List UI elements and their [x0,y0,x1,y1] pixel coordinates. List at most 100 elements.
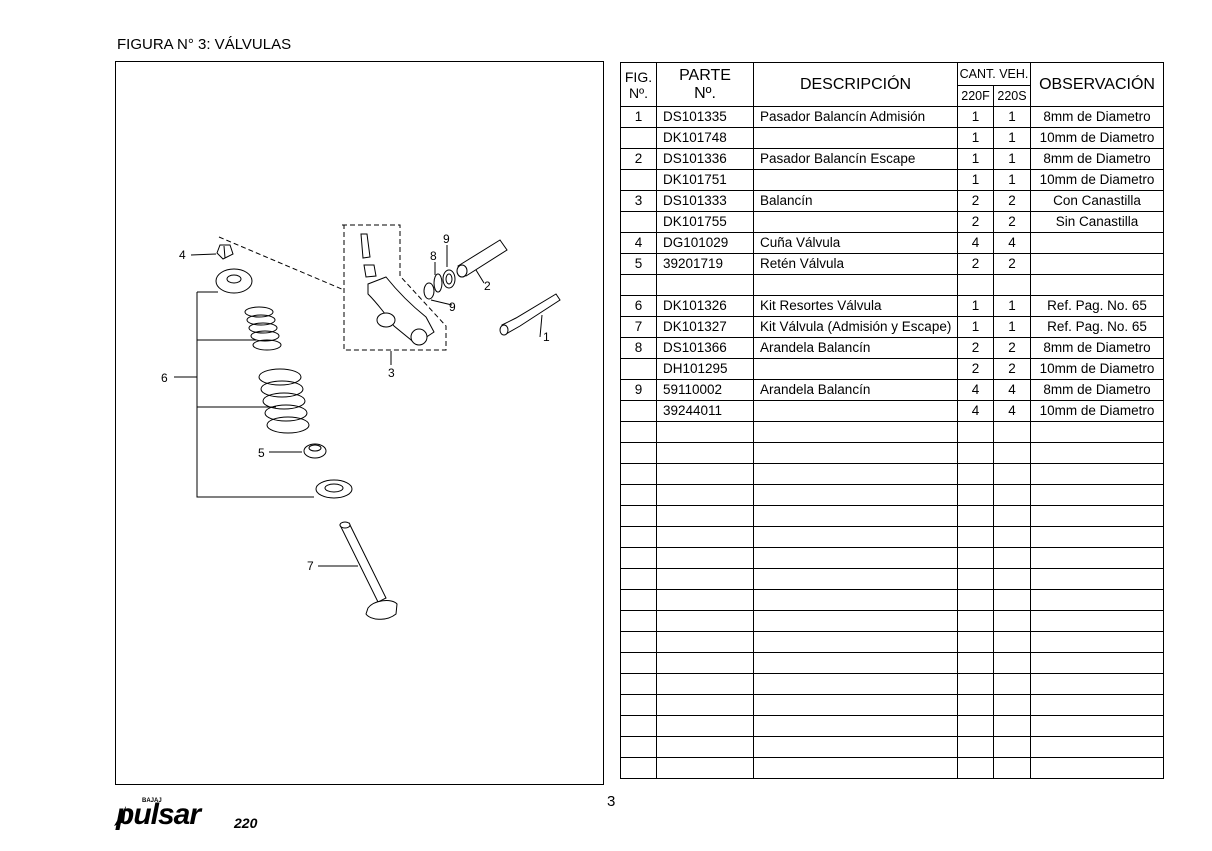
fig-cell: 5 [620,253,657,275]
part-number-cell: 59110002 [656,379,754,401]
figure-title: FIGURA N° 3: VÁLVULAS [117,36,292,53]
exploded-diagram: 1 2 3 4 5 6 7 8 9 9 [115,61,604,785]
empty-cell [620,673,657,695]
callout-8: 8 [430,249,437,263]
table-row-empty [620,715,1165,737]
page-number: 3 [607,793,616,810]
description-cell [753,211,958,233]
observation-cell: 8mm de Diametro [1030,337,1165,359]
part-number-cell: 39244011 [656,400,754,422]
fig-cell: 2 [620,148,657,170]
qty-220f-cell: 1 [957,127,994,149]
empty-cell [957,505,994,527]
part-number-cell: DK101326 [656,295,754,317]
callout-9: 9 [443,232,450,246]
empty-cell [992,484,1032,506]
header-cant-veh: CANT. VEH. [956,62,1032,86]
valve-diagram-svg: 1 2 3 4 5 6 7 8 9 9 [161,224,561,620]
empty-cell [992,736,1032,758]
empty-cell [957,421,994,443]
qty-220s-cell: 2 [992,190,1032,212]
empty-cell [753,736,958,758]
intake-rocker-pin-part [499,293,561,338]
observation-cell [1030,232,1165,254]
rocker-arm-part [360,233,435,346]
empty-cell [957,757,994,779]
table-row-empty [620,442,1165,464]
empty-cell [957,568,994,590]
empty-cell [620,694,657,716]
empty-cell [620,652,657,674]
header-descripcion: DESCRIPCIÓN [753,62,958,107]
empty-cell [992,568,1032,590]
fig-cell: 9 [620,379,657,401]
empty-cell [656,652,754,674]
part-number-cell: DH101295 [656,358,754,380]
qty-220s-cell: 4 [992,232,1032,254]
empty-cell [620,526,657,548]
table-row-empty [620,673,1165,695]
table-row-empty [620,736,1165,758]
fig-cell [620,400,657,422]
part-number-cell: DS101335 [656,106,754,128]
qty-220f-cell: 4 [957,232,994,254]
description-cell [753,274,958,296]
qty-220f-cell [957,274,994,296]
description-cell: Kit Resortes Válvula [753,295,958,317]
empty-cell [1030,442,1165,464]
header-fig: FIG. Nº. [620,62,657,107]
empty-cell [753,610,958,632]
empty-cell [1030,568,1165,590]
part-number-cell: DS101336 [656,148,754,170]
empty-cell [620,568,657,590]
qty-220f-cell: 1 [957,169,994,191]
observation-cell: 10mm de Diametro [1030,169,1165,191]
empty-cell [1030,610,1165,632]
inner-spring [244,306,282,351]
empty-cell [753,484,958,506]
part-number-cell: 39201719 [656,253,754,275]
qty-220f-cell: 2 [957,190,994,212]
svg-text:pulsar: pulsar [115,798,203,831]
empty-cell [620,736,657,758]
callout-1: 1 [543,330,550,344]
empty-cell [992,715,1032,737]
qty-220f-cell: 2 [957,211,994,233]
empty-cell [656,463,754,485]
fig-cell: 8 [620,337,657,359]
description-cell: Arandela Balancín [753,379,958,401]
qty-220f-cell: 2 [957,337,994,359]
empty-cell [957,442,994,464]
table-row-empty [620,757,1165,779]
empty-cell [753,652,958,674]
outer-spring [258,368,310,434]
empty-cell [753,715,958,737]
empty-cell [1030,652,1165,674]
empty-cell [620,610,657,632]
callout-6: 6 [161,371,168,385]
callout-3: 3 [388,366,395,380]
description-cell: Cuña Válvula [753,232,958,254]
header-220f: 220F [957,85,994,107]
callout-2: 2 [484,279,491,293]
empty-cell [753,421,958,443]
fig-cell [620,127,657,149]
empty-cell [656,589,754,611]
description-cell: Kit Válvula (Admisión y Escape) [753,316,958,338]
part-number-cell: DK101748 [656,127,754,149]
fig-cell: 7 [620,316,657,338]
empty-cell [1030,736,1165,758]
empty-cell [992,547,1032,569]
fig-cell [620,358,657,380]
observation-cell: 8mm de Diametro [1030,106,1165,128]
exhaust-rocker-pin-part [456,239,508,284]
empty-cell [656,442,754,464]
empty-cell [753,547,958,569]
fig-cell: 1 [620,106,657,128]
empty-cell [992,652,1032,674]
empty-cell [957,694,994,716]
